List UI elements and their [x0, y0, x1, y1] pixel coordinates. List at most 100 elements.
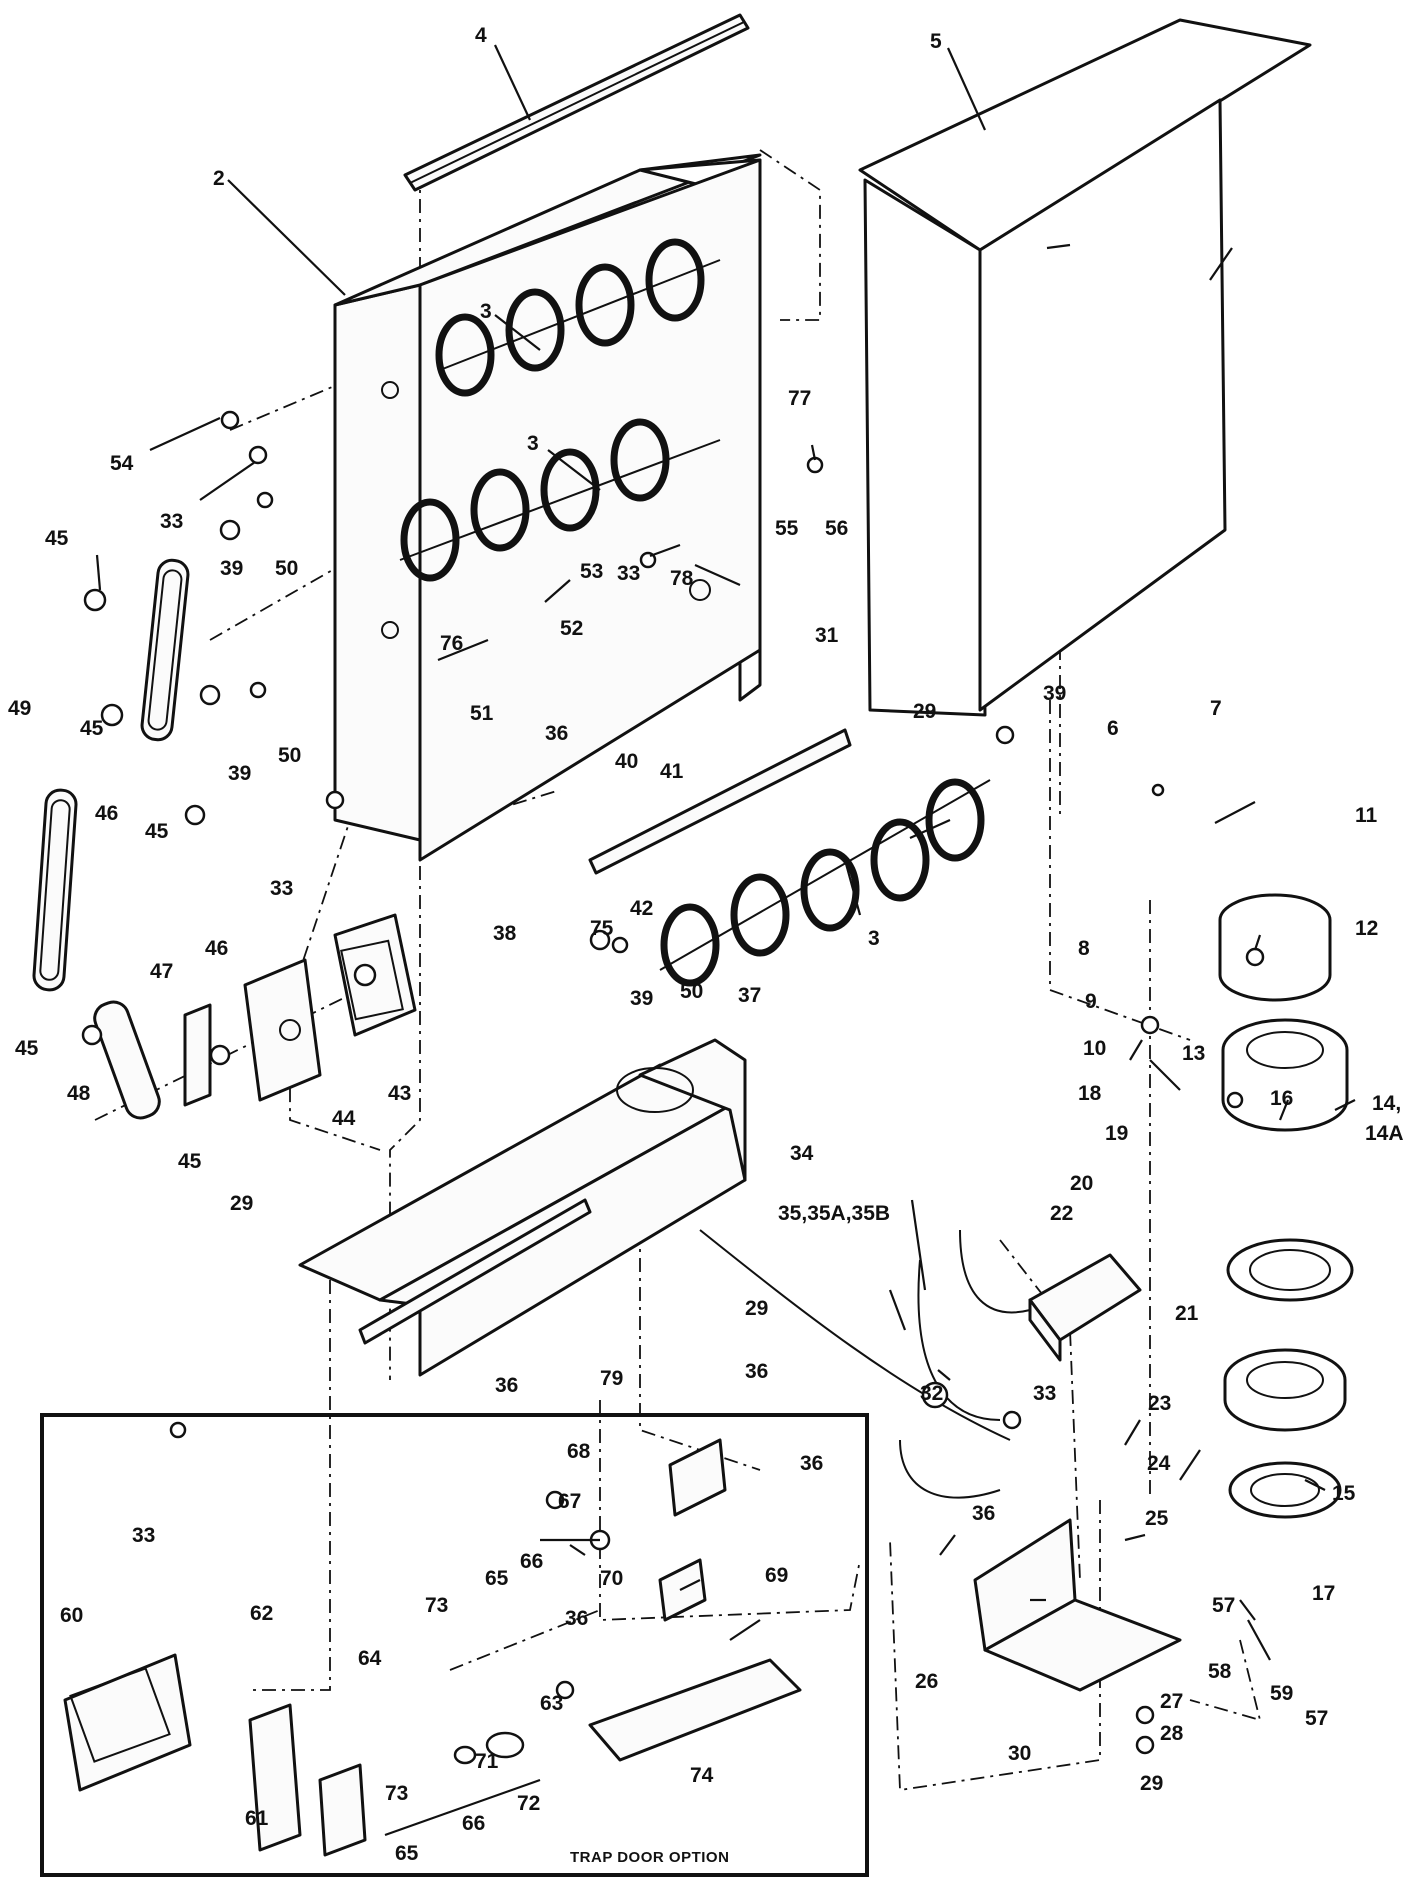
- callout-45e: 45: [178, 1150, 202, 1173]
- callout-21: 21: [1175, 1302, 1199, 1325]
- back-panel: [858, 18, 1312, 717]
- callout-57a: 57: [1212, 1594, 1235, 1617]
- callout-45b: 45: [80, 717, 104, 740]
- callout-39a: 39: [220, 557, 243, 580]
- callout-50c: 50: [680, 980, 703, 1003]
- callout-36c: 36: [745, 1360, 768, 1383]
- callout-55: 55: [775, 517, 799, 540]
- callout-39c: 39: [1043, 682, 1066, 705]
- callout-3c: 3: [868, 927, 880, 950]
- inset-caption: TRAP DOOR OPTION: [570, 1849, 729, 1866]
- spiral-coil-middle: [399, 418, 721, 582]
- callout-14a: 14A: [1365, 1122, 1404, 1145]
- callout-15: 15: [1332, 1482, 1356, 1505]
- callout-69: 69: [765, 1564, 788, 1587]
- callout-34: 34: [790, 1142, 814, 1165]
- callout-19: 19: [1105, 1122, 1128, 1145]
- callout-78: 78: [670, 567, 694, 590]
- motor-assembly: [183, 913, 417, 1107]
- callout-36d: 36: [800, 1452, 823, 1475]
- callout-22: 22: [1050, 1202, 1073, 1225]
- spiral-coils: [399, 238, 991, 987]
- callout-23: 23: [1148, 1392, 1171, 1415]
- callout-54: 54: [110, 452, 134, 475]
- callout-6: 6: [1107, 717, 1119, 740]
- callout-79: 79: [600, 1367, 623, 1390]
- callout-33d: 33: [1033, 1382, 1056, 1405]
- callout-65a: 65: [485, 1567, 509, 1590]
- callout-29d: 29: [1140, 1772, 1163, 1795]
- callout-63: 63: [540, 1692, 563, 1715]
- callout-64: 64: [358, 1647, 382, 1670]
- callout-77: 77: [788, 387, 811, 410]
- callout-10: 10: [1083, 1037, 1106, 1060]
- callout-11: 11: [1355, 804, 1378, 827]
- callout-25: 25: [1145, 1507, 1169, 1530]
- callout-33c: 33: [270, 877, 293, 900]
- callout-24: 24: [1147, 1452, 1171, 1475]
- callout-41: 41: [660, 760, 684, 783]
- callout-5: 5: [930, 30, 942, 53]
- callout-29c: 29: [745, 1297, 768, 1320]
- callout-45c: 45: [145, 820, 169, 843]
- callout-36e: 36: [972, 1502, 995, 1525]
- base-tray: [298, 728, 852, 1377]
- callout-76: 76: [440, 632, 463, 655]
- callout-49: 49: [8, 697, 31, 720]
- callout-12: 12: [1355, 917, 1378, 940]
- callout-29b: 29: [230, 1192, 253, 1215]
- callout-33b: 33: [617, 562, 640, 585]
- callout-38: 38: [493, 922, 517, 945]
- callout-42: 42: [630, 897, 653, 920]
- callout-67: 67: [558, 1490, 581, 1513]
- callout-18: 18: [1078, 1082, 1102, 1105]
- callout-62: 62: [250, 1602, 273, 1625]
- bowl-stack: [1218, 893, 1354, 1519]
- callout-17: 17: [1312, 1582, 1335, 1605]
- callout-57b: 57: [1305, 1707, 1328, 1730]
- callout-74: 74: [690, 1764, 714, 1787]
- callout-44: 44: [332, 1107, 356, 1130]
- callout-36a: 36: [545, 722, 568, 745]
- trap-door: [588, 1658, 802, 1762]
- callout-32: 32: [920, 1382, 943, 1405]
- callout-36f: 36: [565, 1607, 588, 1630]
- callout-73b: 73: [385, 1782, 408, 1805]
- callout-9: 9: [1085, 990, 1097, 1013]
- callout-48: 48: [67, 1082, 91, 1105]
- top-rail: [403, 13, 750, 192]
- callout-20: 20: [1070, 1172, 1093, 1195]
- callout-52: 52: [560, 617, 583, 640]
- callout-45d: 45: [15, 1037, 39, 1060]
- callout-70: 70: [600, 1567, 623, 1590]
- bracket-26: [973, 1518, 1182, 1692]
- callout-labels: 2 4 5 3 3 3 54 33 45 39 50 53 52 76 51 3…: [8, 24, 1404, 1865]
- callout-39d: 39: [630, 987, 653, 1010]
- callout-35: 35,35A,35B: [778, 1202, 890, 1225]
- callout-33e: 33: [132, 1524, 155, 1547]
- callout-66a: 66: [520, 1550, 543, 1573]
- callout-4: 4: [475, 24, 487, 47]
- callout-53: 53: [580, 560, 603, 583]
- callout-37: 37: [738, 984, 761, 1007]
- leader-lines: [95, 44, 1356, 1837]
- callout-36b: 36: [495, 1374, 518, 1397]
- callout-45a: 45: [45, 527, 69, 550]
- callout-66b: 66: [462, 1812, 485, 1835]
- callout-7: 7: [1210, 697, 1222, 720]
- callout-58: 58: [1208, 1660, 1232, 1683]
- callout-60: 60: [60, 1604, 83, 1627]
- callout-40: 40: [615, 750, 638, 773]
- callout-46b: 46: [205, 937, 228, 960]
- callout-59: 59: [1270, 1682, 1293, 1705]
- callout-71: 71: [475, 1750, 499, 1773]
- callout-30: 30: [1008, 1742, 1031, 1765]
- callout-3b: 3: [527, 432, 539, 455]
- spiral-coil-lower: [659, 778, 991, 987]
- callout-2: 2: [213, 167, 225, 190]
- callout-50b: 50: [278, 744, 301, 767]
- callout-26: 26: [915, 1670, 938, 1693]
- callout-31: 31: [815, 624, 839, 647]
- trap-door-plate: [248, 1703, 302, 1852]
